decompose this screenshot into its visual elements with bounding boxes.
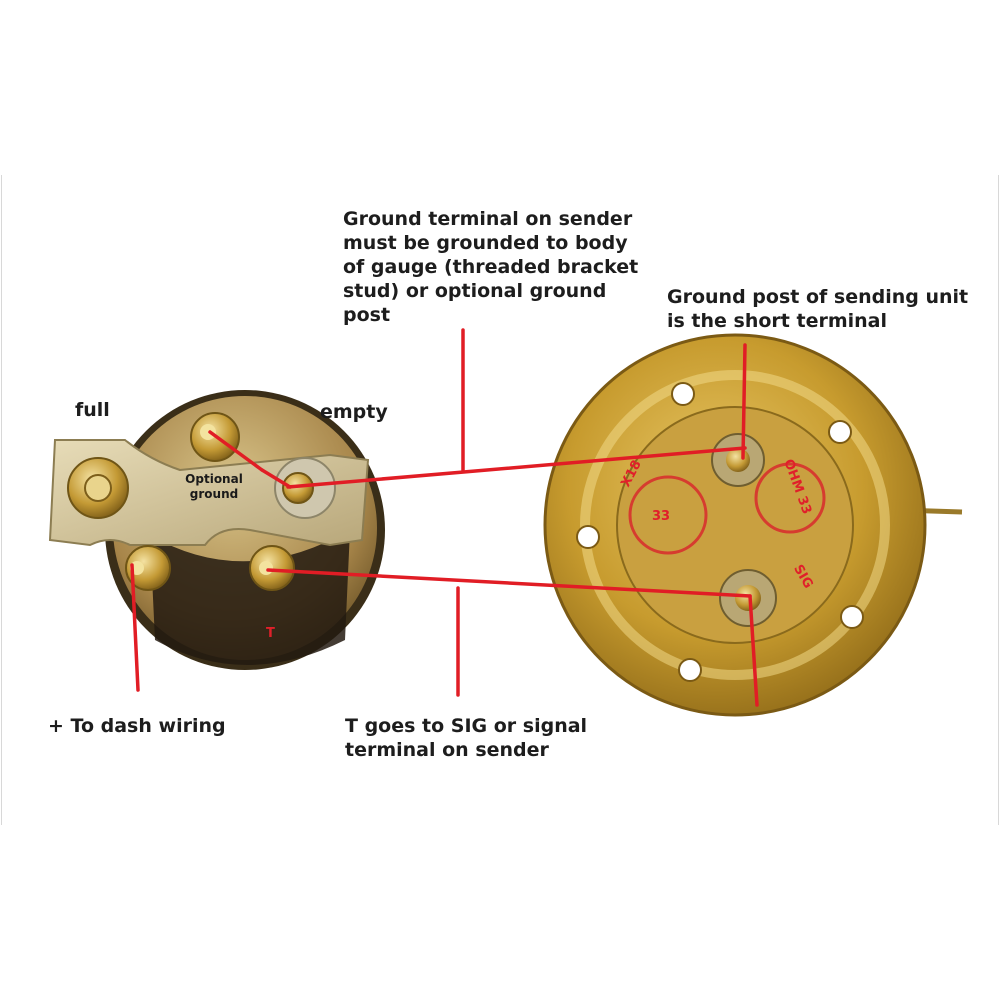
flange-hole-2 xyxy=(828,420,852,444)
sender-sig-post xyxy=(735,585,761,611)
dash-wire xyxy=(130,563,140,692)
t-terminal-tip xyxy=(259,561,273,575)
optional-ground-link xyxy=(208,430,264,472)
ground-wire xyxy=(286,446,747,489)
t-signal-note: T goes to SIG or signal terminal on send… xyxy=(345,715,588,761)
optional-ground-link-2 xyxy=(260,468,292,489)
dash-wiring-label: + To dash wiring xyxy=(48,715,226,737)
t-marker-label: T xyxy=(266,626,275,641)
mounting-bracket xyxy=(48,439,370,547)
flange-hole-5 xyxy=(678,658,702,682)
sender-flange-ring xyxy=(580,370,890,680)
flange-hole-1 xyxy=(671,382,695,406)
full-label: full xyxy=(75,399,110,421)
flange-hole-4 xyxy=(840,605,864,629)
optional-ground-post-tip xyxy=(200,424,216,440)
stamp-circle-right xyxy=(754,462,826,534)
empty-post-nut xyxy=(282,472,314,504)
red-pointer-lines xyxy=(130,328,759,707)
stamp-circle-center xyxy=(628,475,708,555)
sender-stamp-center: 33 xyxy=(652,509,671,524)
sender-center-cap xyxy=(616,406,854,644)
bracket-stud-end xyxy=(84,474,112,502)
signal-wire xyxy=(266,568,752,598)
optional-ground-label: Optional ground xyxy=(185,472,243,501)
gauge-dark-cavity xyxy=(150,530,350,665)
fuel-sender-unit xyxy=(543,333,963,717)
sender-ground-post xyxy=(726,448,750,472)
right-border-line xyxy=(998,175,999,825)
ground-terminal-note: Ground terminal on sender must be ground… xyxy=(343,208,639,326)
positive-terminal-post xyxy=(125,545,171,591)
flange-hole-3 xyxy=(576,525,600,549)
ground-post-note: Ground post of sending unit is the short… xyxy=(667,286,969,332)
gauge-terminals xyxy=(125,412,295,591)
left-border-line xyxy=(1,175,2,825)
ground-post-note-leader xyxy=(741,343,747,460)
empty-label: empty xyxy=(320,401,388,423)
signal-wire-drop xyxy=(748,594,759,707)
